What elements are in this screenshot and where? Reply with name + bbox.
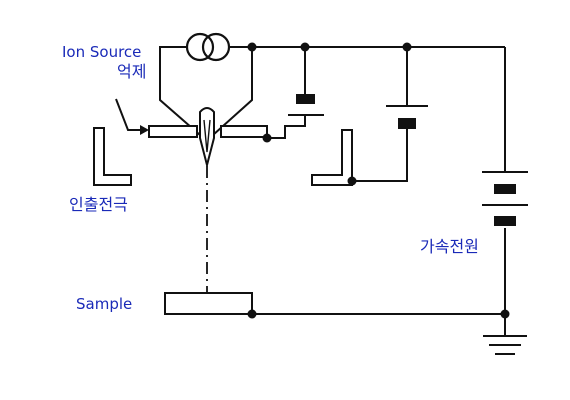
extractor-label: 인출전극 xyxy=(69,195,128,214)
suppressor-electrode-left xyxy=(148,125,198,138)
junction-dot xyxy=(347,176,357,186)
extractor-supply-wire-bottom xyxy=(352,129,408,182)
suppressor-supply-wire-bottom xyxy=(267,115,306,139)
junction-dot xyxy=(300,42,310,52)
junction-dot xyxy=(247,309,257,319)
sample-plate xyxy=(164,292,253,315)
acceleration-power-label: 가속전원 xyxy=(420,237,479,256)
junction-dot xyxy=(500,309,510,319)
ion-source-needle-icon xyxy=(199,107,215,169)
extractor-electrode-left xyxy=(93,127,132,186)
source-loop-left-wire xyxy=(159,46,201,136)
ion-source-label: Ion Source xyxy=(62,43,142,61)
junction-dot xyxy=(262,133,272,143)
extractor-power-supply-icon xyxy=(386,105,428,129)
suppressor-pointer-arrowhead xyxy=(140,125,149,135)
suppressor-pointer-line xyxy=(115,98,142,131)
acceleration-power-supply-icon xyxy=(482,171,528,226)
suppressor-electrode-right xyxy=(220,125,268,138)
junction-dot xyxy=(402,42,412,52)
suppressor-label: 억제 xyxy=(117,62,147,81)
sample-label: Sample xyxy=(76,295,133,313)
extractor-electrode-right xyxy=(311,129,353,186)
current-source-icon xyxy=(185,32,231,62)
junction-dots xyxy=(247,42,510,319)
suppressor-power-supply-icon xyxy=(288,94,324,116)
source-loop-right-wire xyxy=(212,46,253,136)
junction-dot xyxy=(247,42,257,52)
ground-icon xyxy=(483,314,527,355)
